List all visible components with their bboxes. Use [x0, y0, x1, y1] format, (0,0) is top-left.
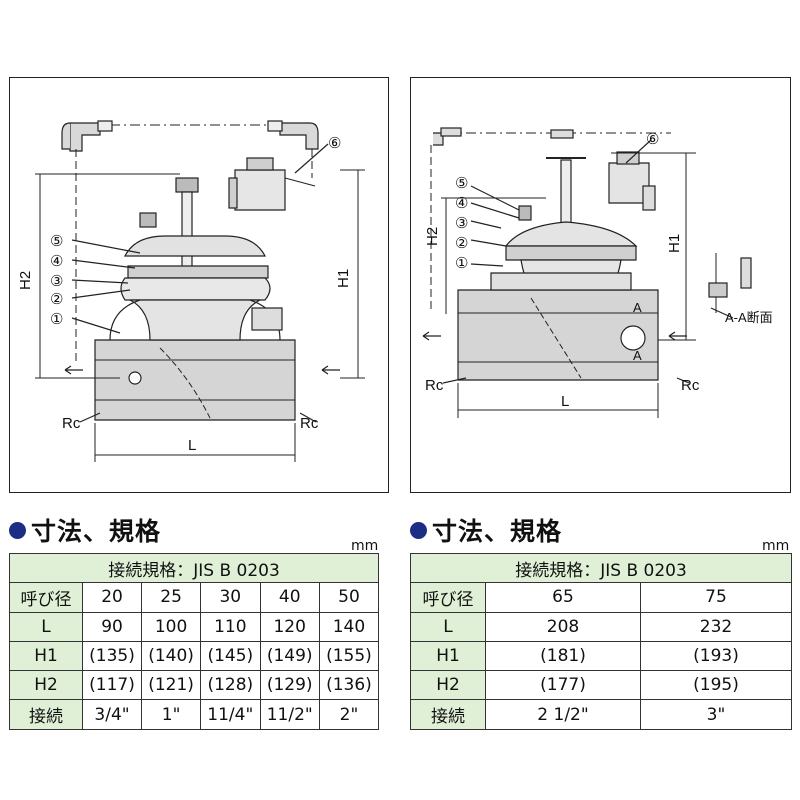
cell: 75 — [640, 582, 792, 613]
cell: 232 — [640, 611, 792, 642]
callout-3: ③ — [50, 273, 63, 290]
right-spec-table: 接続規格：JIS B 0203 呼び径 65 75 L 208 232 H1 (… — [410, 552, 792, 730]
left-standard-cell: 接続規格：JIS B 0203 — [9, 552, 379, 584]
table-row: 接続 2 1/2" 3" — [410, 699, 792, 730]
section-mark-a-bottom: A — [633, 348, 642, 363]
callout-6: ⑥ — [646, 131, 659, 148]
dim-h2: H2 — [424, 227, 441, 246]
cell: (121) — [141, 670, 202, 701]
row-label: H2 — [9, 670, 83, 701]
callout-2: ② — [50, 291, 63, 308]
cell: 20 — [81, 582, 143, 613]
dim-rc-right: Rc — [681, 377, 700, 394]
row-label: 呼び径 — [9, 582, 83, 613]
cell: (135) — [81, 640, 143, 672]
cell: 3" — [640, 699, 792, 730]
table-row: L 90 100 110 120 140 — [9, 611, 380, 642]
left-spec-table: 接続規格：JIS B 0203 呼び径 20 25 30 40 50 L 90 … — [9, 552, 380, 730]
cell: 140 — [318, 611, 380, 642]
cell: (149) — [259, 640, 320, 672]
callout-6: ⑥ — [328, 135, 341, 152]
row-label: 接続 — [410, 699, 486, 730]
right-unit-label: mm — [762, 538, 790, 554]
cell: (155) — [318, 640, 380, 672]
cell: (195) — [640, 670, 792, 701]
left-unit-label: mm — [351, 538, 379, 554]
cell: (128) — [200, 670, 261, 701]
cell: 90 — [81, 611, 143, 642]
callout-4: ④ — [50, 253, 63, 270]
callout-5: ⑤ — [50, 233, 63, 250]
table-row: H2 (177) (195) — [410, 670, 792, 701]
callout-1: ① — [455, 255, 468, 272]
section-mark-a-top: A — [633, 300, 642, 315]
dim-l: L — [188, 437, 196, 454]
callout-4: ④ — [455, 195, 468, 212]
cell: (181) — [485, 640, 641, 672]
cell: (193) — [640, 640, 792, 672]
cell: (117) — [81, 670, 143, 701]
table-row: L 208 232 — [410, 611, 792, 642]
cell: 11/2" — [259, 699, 320, 730]
dim-rc-left: Rc — [425, 377, 444, 394]
bullet-icon — [9, 521, 26, 539]
left-valve-drawing: ⑤ ④ ③ ② ① ⑥ H2 H1 L Rc Rc — [17, 120, 365, 462]
table-row: 接続 3/4" 1" 11/4" 11/2" 2" — [9, 699, 380, 730]
callout-5: ⑤ — [455, 175, 468, 192]
cell: 40 — [259, 582, 320, 613]
cell: 208 — [485, 611, 641, 642]
row-label: H1 — [9, 640, 83, 672]
left-section-heading: 寸法、規格 — [9, 512, 161, 548]
cell: (140) — [141, 640, 202, 672]
section-title: A-A断面 — [725, 310, 773, 325]
dim-l: L — [561, 393, 569, 410]
cell: 2" — [318, 699, 380, 730]
cell: 3/4" — [81, 699, 143, 730]
table-row: 呼び径 65 75 — [410, 582, 792, 613]
dim-rc-right: Rc — [300, 415, 319, 432]
row-label: H1 — [410, 640, 486, 672]
cell: 30 — [200, 582, 261, 613]
left-heading-text: 寸法、規格 — [31, 517, 162, 546]
dim-rc-left: Rc — [62, 415, 81, 432]
bullet-icon — [410, 521, 427, 539]
row-label: L — [410, 611, 486, 642]
cell: 1" — [141, 699, 202, 730]
cell: (136) — [318, 670, 380, 701]
callout-3: ③ — [455, 215, 468, 232]
right-standard-cell: 接続規格：JIS B 0203 — [410, 552, 792, 584]
dim-h1: H1 — [666, 234, 683, 253]
cell: 25 — [141, 582, 202, 613]
callout-1: ① — [50, 311, 63, 328]
cell: 11/4" — [200, 699, 261, 730]
right-heading-text: 寸法、規格 — [432, 517, 563, 546]
dim-h2: H2 — [17, 271, 34, 290]
table-row: 呼び径 20 25 30 40 50 — [9, 582, 380, 613]
cell: (177) — [485, 670, 641, 701]
row-label: 接続 — [9, 699, 83, 730]
cell: 2 1/2" — [485, 699, 641, 730]
table-row: H1 (181) (193) — [410, 640, 792, 672]
table-row: H2 (117) (121) (128) (129) (136) — [9, 670, 380, 701]
cell: 65 — [485, 582, 641, 613]
dim-h1: H1 — [335, 269, 352, 288]
right-valve-drawing: ⑤ ④ ③ ② ① ⑥ H2 H1 L Rc Rc A A A-A断面 — [422, 127, 773, 418]
callout-2: ② — [455, 235, 468, 252]
row-label: H2 — [410, 670, 486, 701]
left-drawing-panel: ⑤ ④ ③ ② ① ⑥ H2 H1 L Rc Rc — [9, 77, 389, 493]
row-label: 呼び径 — [410, 582, 486, 613]
right-drawing-panel: ⑤ ④ ③ ② ① ⑥ H2 H1 L Rc Rc A A A-A断面 — [410, 77, 791, 493]
cell: 50 — [318, 582, 380, 613]
cell: (145) — [200, 640, 261, 672]
cell: 120 — [259, 611, 320, 642]
cell: (129) — [259, 670, 320, 701]
right-section-heading: 寸法、規格 — [410, 512, 562, 548]
row-label: L — [9, 611, 83, 642]
table-row: H1 (135) (140) (145) (149) (155) — [9, 640, 380, 672]
cell: 100 — [141, 611, 202, 642]
cell: 110 — [200, 611, 261, 642]
